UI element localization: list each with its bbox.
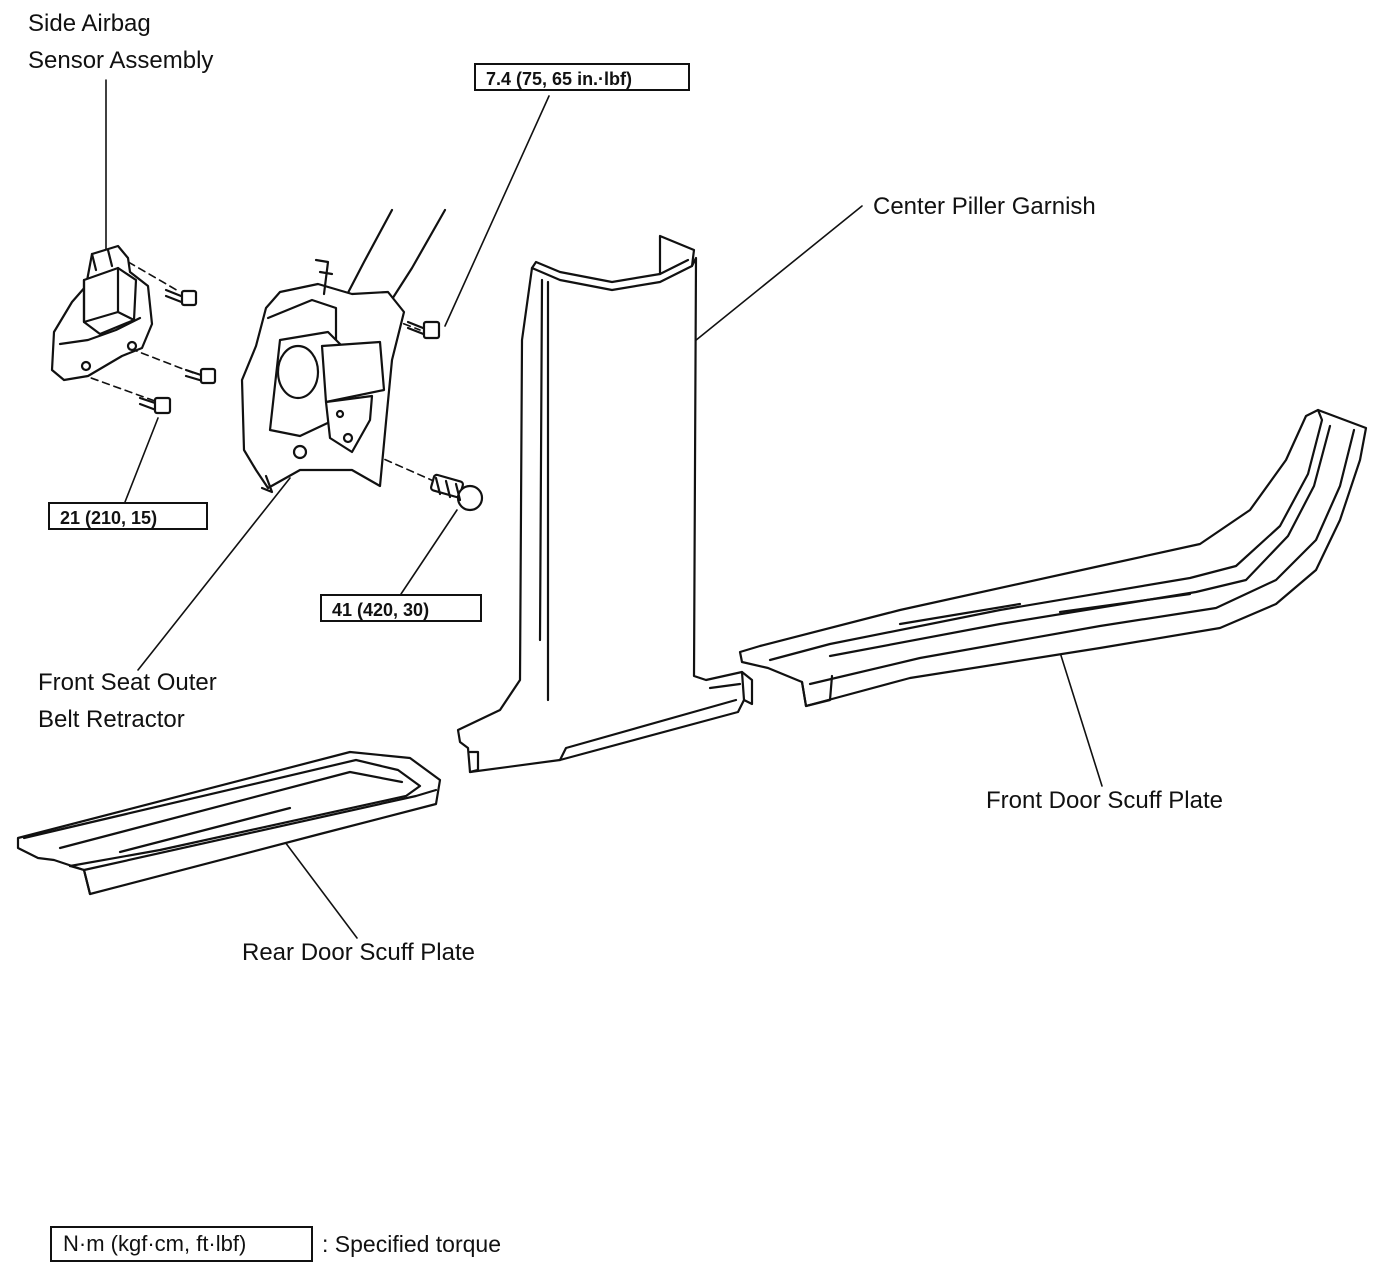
label-side-airbag-sensor-line2: Sensor Assembly: [28, 47, 214, 74]
label-side-airbag-sensor-line1: Side Airbag: [28, 10, 151, 37]
belt-retractor: [240, 208, 447, 494]
leader-lines: [105, 79, 1103, 939]
legend-unit-box: N·m (kgf·cm, ft·lbf): [50, 1226, 313, 1262]
rear-door-scuff-plate: [16, 750, 442, 896]
label-front-door-scuff-plate: Front Door Scuff Plate: [986, 787, 1223, 814]
label-front-seat-retractor-line1: Front Seat Outer: [38, 669, 217, 696]
sensor-bolts: [138, 288, 217, 415]
torque-spec-pillar-bolt: 7.4 (75, 65 in.·lbf): [474, 63, 690, 91]
label-rear-door-scuff-plate: Rear Door Scuff Plate: [242, 939, 476, 966]
retractor-bolts: [406, 320, 484, 512]
label-center-pillar-garnish: Center Piller Garnish: [873, 193, 1096, 220]
torque-spec-sensor-bolt: 21 (210, 15): [48, 502, 208, 530]
torque-spec-retractor-bolt: 41 (420, 30): [320, 594, 482, 622]
center-pillar-garnish: [456, 234, 754, 774]
label-front-seat-retractor-line2: Belt Retractor: [38, 706, 185, 733]
legend-specified-torque: : Specified torque: [322, 1231, 502, 1257]
front-door-scuff-plate: [738, 408, 1368, 708]
side-airbag-sensor: [50, 244, 154, 382]
